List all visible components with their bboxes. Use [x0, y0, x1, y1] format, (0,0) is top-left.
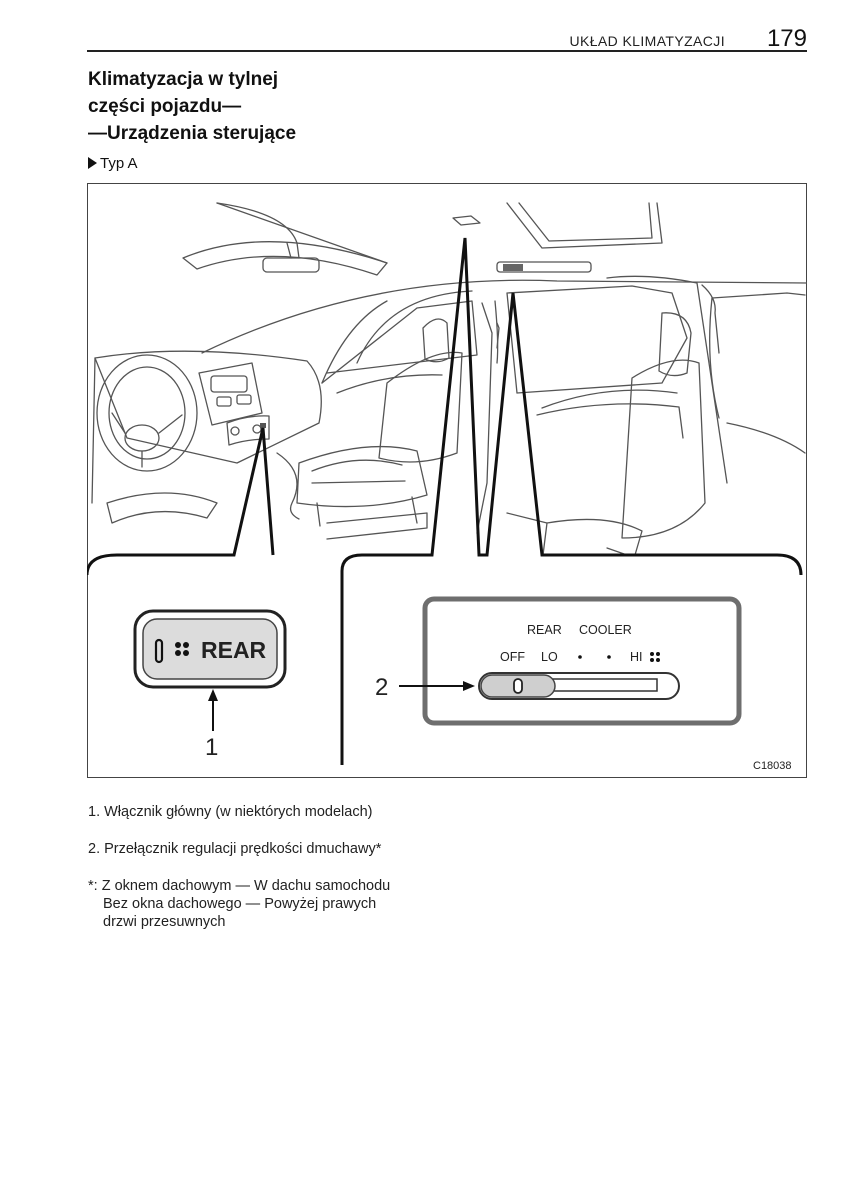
note-item-2: 2. Przełącznik regulacji prędkości dmuch…: [88, 841, 382, 857]
footnote-line-2: Bez okna dachowego — Powyżej prawych: [103, 896, 377, 912]
footnote: *: Z oknem dachowym — W dachu samochodu …: [88, 877, 390, 931]
section-title-line-2: części pojazdu—: [88, 96, 242, 117]
footnote-line-1: *: Z oknem dachowym — W dachu samochodu: [88, 878, 391, 894]
slider-title-rear: REAR: [527, 623, 562, 637]
footnote-line-3: drzwi przesuwnych: [103, 914, 226, 930]
rear-main-switch: REAR: [133, 609, 287, 689]
type-label: Typ A: [88, 155, 138, 172]
running-head: UKŁAD KLIMATYZACJI: [569, 33, 725, 49]
header-rule: [87, 50, 807, 52]
car-interior-illustration: REAR 1 REAR COOLER OFF LO HI: [87, 183, 807, 778]
slider-lo-label: LO: [541, 650, 558, 664]
section-title-line-1: Klimatyzacja w tylnej: [88, 69, 279, 90]
fan-icon: [650, 652, 660, 662]
pointer-triangle-icon: [88, 157, 97, 169]
slider-hi-label: HI: [630, 650, 643, 664]
section-title-line-3: —Urządzenia sterujące: [88, 123, 297, 144]
car-interior-drawing: [91, 202, 807, 556]
note-item-1: 1. Włącznik główny (w niektórych modelac…: [88, 804, 373, 820]
figure: REAR 1 REAR COOLER OFF LO HI: [87, 183, 807, 778]
callout-1-arrow: [208, 689, 218, 731]
blower-speed-panel: REAR COOLER OFF LO HI: [422, 596, 742, 726]
rear-button-label: REAR: [201, 637, 267, 663]
callout-1-label: 1: [205, 734, 218, 761]
pointer-lines: [87, 237, 803, 765]
slider-off-label: OFF: [500, 650, 525, 664]
section-title: Klimatyzacja w tylnej części pojazdu— —U…: [88, 66, 408, 147]
type-label-text: Typ A: [100, 155, 138, 172]
callout-2-label: 2: [375, 674, 388, 701]
slider-title-cooler: COOLER: [579, 623, 632, 637]
callout-2-arrow: [399, 681, 475, 691]
slider-dot-2: [607, 655, 611, 659]
slider-dot-1: [578, 655, 582, 659]
fan-icon: [175, 642, 189, 656]
figure-code: C18038: [753, 760, 792, 772]
page-number: 179: [766, 25, 807, 52]
